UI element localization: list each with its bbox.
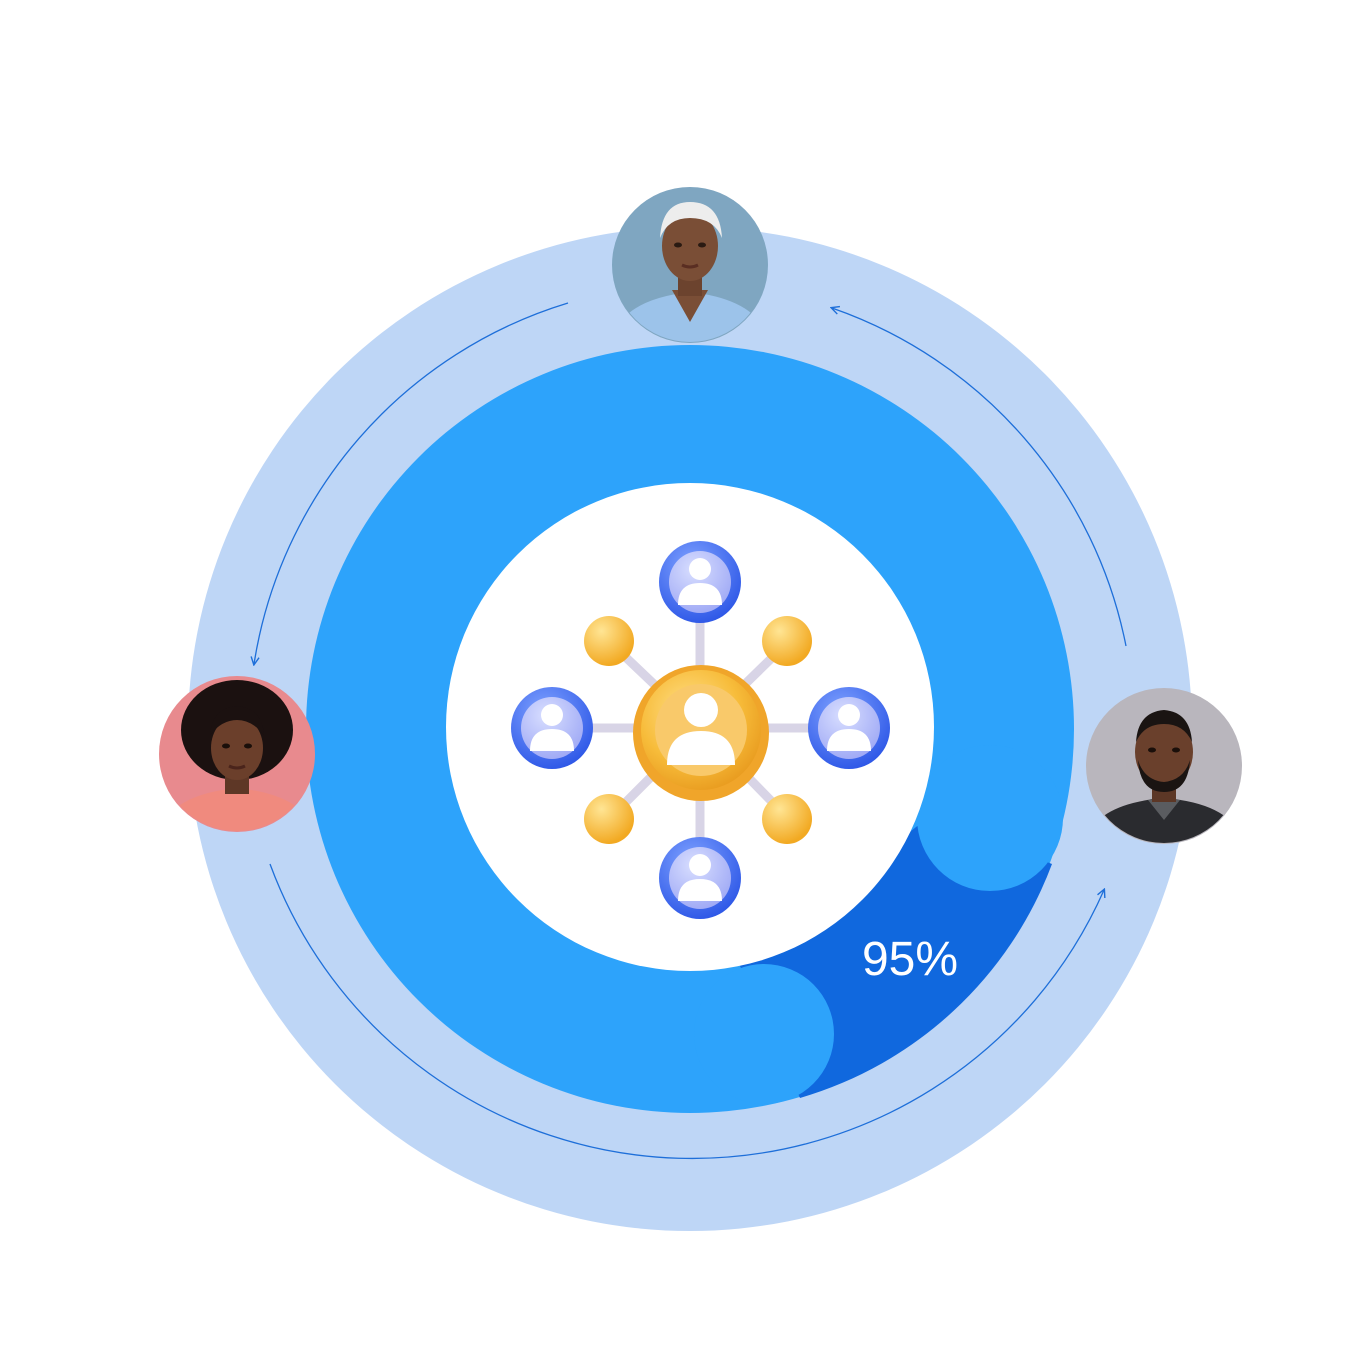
node-dot-top-left [584,616,634,666]
user-icon [678,854,722,901]
network-icon [511,541,890,919]
arrow-bottom [269,863,1104,1160]
percentage-label: 95% [862,933,958,986]
segment-cap-bottom [694,964,834,1104]
user-icon [827,704,871,751]
node-bottom [659,837,741,919]
user-icon [530,704,574,751]
user-icon [678,558,722,605]
node-top [659,541,741,623]
avatar-left [159,676,315,832]
node-right [808,687,890,769]
arrow-top-right [832,308,1127,647]
hub-node [633,665,769,801]
arrow-top-left [254,302,569,664]
node-dot-top-right [762,616,812,666]
user-icon [667,693,735,765]
node-left [511,687,593,769]
node-dot-bottom-left [584,794,634,844]
node-dot-bottom-right [762,794,812,844]
segment-cap-right [917,745,1063,891]
avatar-top [612,187,768,343]
